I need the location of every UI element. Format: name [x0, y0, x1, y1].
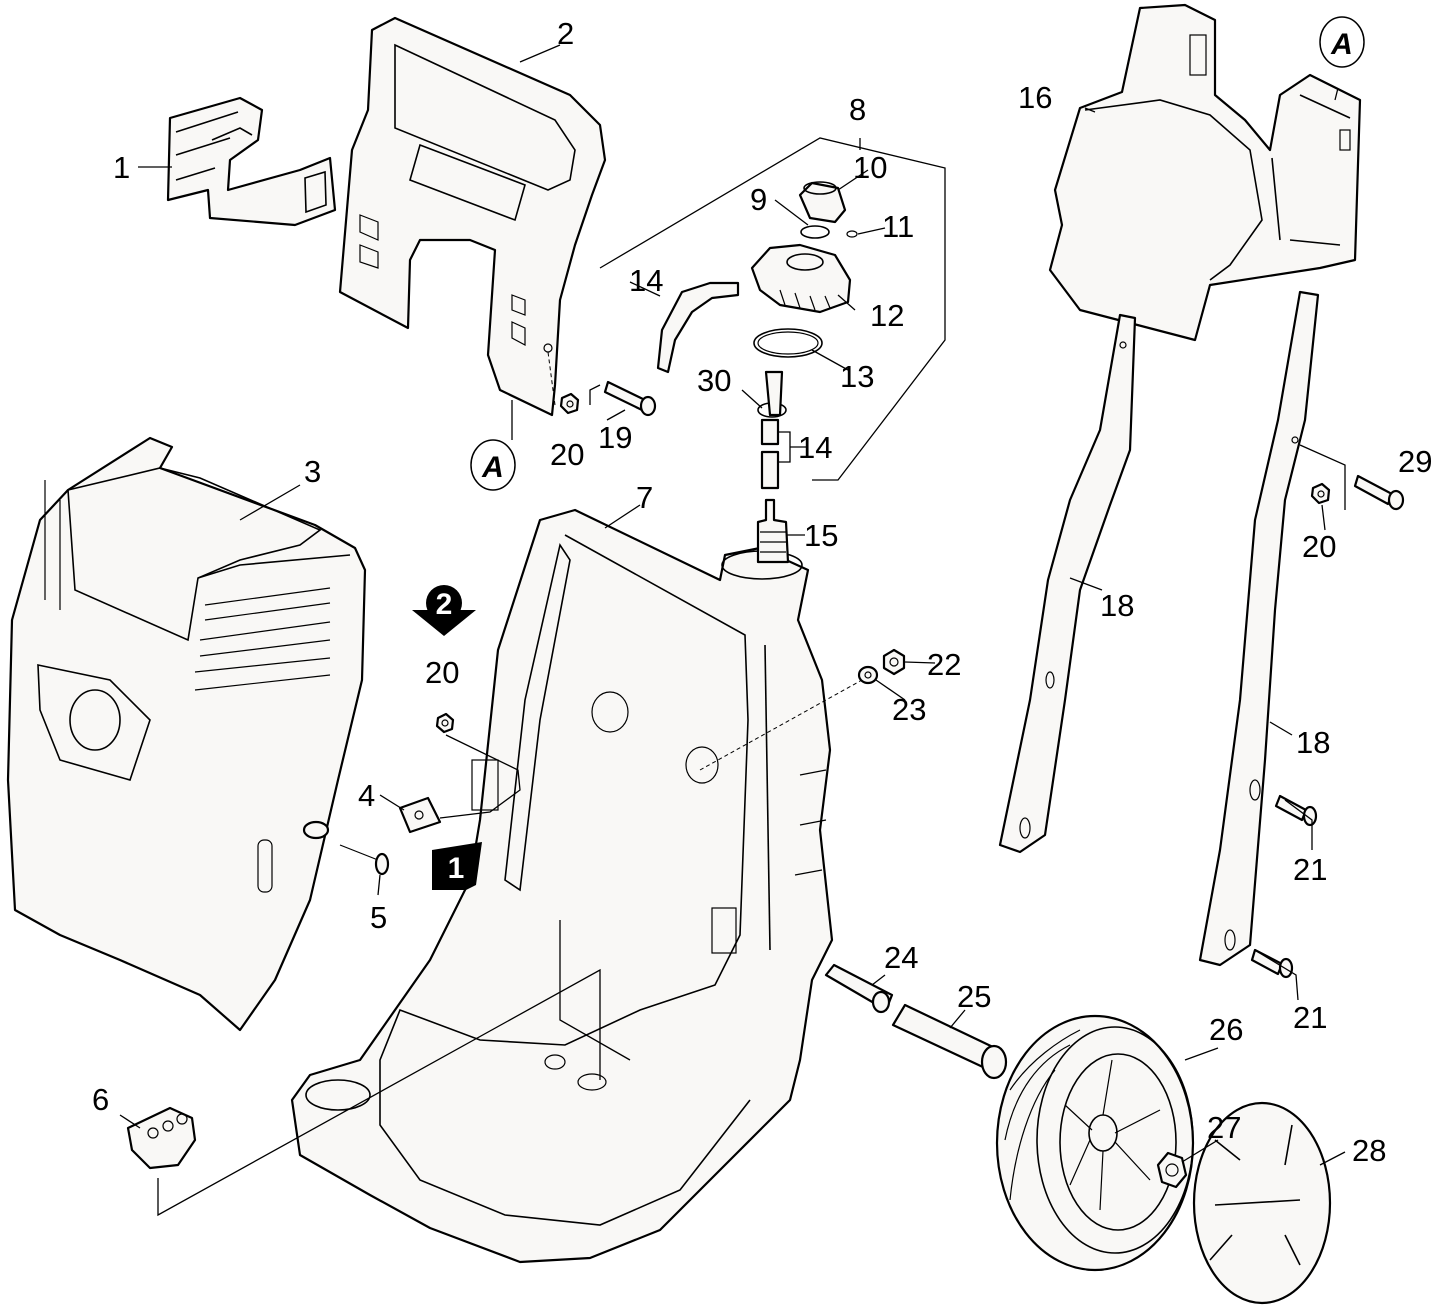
label-8: 8: [849, 92, 866, 127]
step-marker-2-text: 2: [436, 588, 453, 621]
part-8-group-outline: [599, 137, 946, 481]
label-30: 30: [697, 363, 731, 398]
part-21-screw-upper: [1274, 794, 1318, 827]
label-21-lower: 21: [1293, 1000, 1327, 1035]
part-20-nut-left: [435, 712, 455, 734]
part-4-clip: [398, 796, 442, 834]
part-labels: 1 2 3 4 5 6 7 8 9 10 11 12 13 14 14 15 1…: [92, 16, 1432, 1168]
reference-a-right-text: A: [1330, 28, 1353, 61]
part-25-axle: [891, 1003, 1008, 1080]
label-6: 6: [92, 1082, 109, 1117]
label-1: 1: [113, 150, 130, 185]
part-15-filter: [756, 498, 790, 564]
part-22-nut: [882, 648, 906, 676]
part-14-hose-upper: [656, 281, 740, 374]
reference-a-right: A: [1319, 16, 1365, 68]
label-18-left: 18: [1100, 588, 1134, 623]
reference-a-left: A: [470, 439, 516, 491]
part-10-cap: [798, 181, 847, 224]
part-7-chassis: [290, 508, 834, 1264]
label-22: 22: [927, 647, 961, 682]
label-3: 3: [304, 454, 321, 489]
part-1-hose-holder: [166, 96, 337, 227]
label-15: 15: [804, 518, 838, 553]
part-16-upper-housing: [1048, 3, 1362, 342]
label-14-lower: 14: [798, 430, 832, 465]
label-12: 12: [870, 298, 904, 333]
label-9: 9: [750, 182, 767, 217]
part-11-clip: [846, 230, 858, 238]
part-13-seal-ring: [753, 328, 823, 358]
step-marker-2: 2: [412, 585, 476, 636]
label-26: 26: [1209, 1012, 1243, 1047]
label-24: 24: [884, 940, 918, 975]
label-19: 19: [598, 420, 632, 455]
part-21-screw-lower: [1250, 948, 1294, 979]
step-marker-1-text: 1: [448, 852, 465, 885]
label-13: 13: [840, 359, 874, 394]
label-18-right: 18: [1296, 725, 1330, 760]
part-12-tank-neck: [750, 243, 852, 314]
label-10: 10: [853, 150, 887, 185]
part-20-nut-right: [1310, 482, 1331, 505]
part-18-rail-right: [1198, 290, 1320, 967]
part-23-washer: [857, 665, 879, 685]
step-marker-1: 1: [432, 842, 482, 890]
part-24-axle-sleeve: [824, 963, 894, 1014]
label-4: 4: [358, 778, 375, 813]
part-29-screw: [1353, 474, 1405, 511]
part-2-handle: [338, 16, 607, 417]
part-27-hub-nut: [1156, 1151, 1188, 1189]
label-5: 5: [370, 900, 387, 935]
label-27: 27: [1207, 1110, 1241, 1145]
part-18-rail-left: [998, 313, 1137, 854]
label-14-upper: 14: [629, 263, 663, 298]
label-20-left: 20: [425, 655, 459, 690]
part-5-screw: [302, 820, 390, 876]
label-21-upper: 21: [1293, 852, 1327, 887]
part-6-foot: [126, 1106, 197, 1170]
label-25: 25: [957, 979, 991, 1014]
label-7: 7: [636, 480, 653, 515]
label-11: 11: [882, 209, 914, 244]
label-23: 23: [892, 692, 926, 727]
label-16: 16: [1018, 80, 1052, 115]
part-20-nut-upper: [559, 392, 580, 415]
leader-lines: [119, 44, 1346, 1217]
part-30-hose-clamp: [757, 370, 787, 418]
part-3-cover: [6, 436, 367, 1032]
part-9-oring: [800, 225, 830, 239]
label-20-right: 20: [1302, 529, 1336, 564]
label-29: 29: [1398, 444, 1432, 479]
label-2: 2: [557, 16, 574, 51]
part-28-hub-cap: [1192, 1101, 1332, 1305]
part-14-hose-lower: [760, 418, 780, 490]
label-20-upper: 20: [550, 437, 584, 472]
label-28: 28: [1352, 1133, 1386, 1168]
part-26-wheel: [995, 1014, 1195, 1272]
part-19-screw: [603, 380, 657, 417]
reference-a-left-text: A: [481, 451, 504, 484]
